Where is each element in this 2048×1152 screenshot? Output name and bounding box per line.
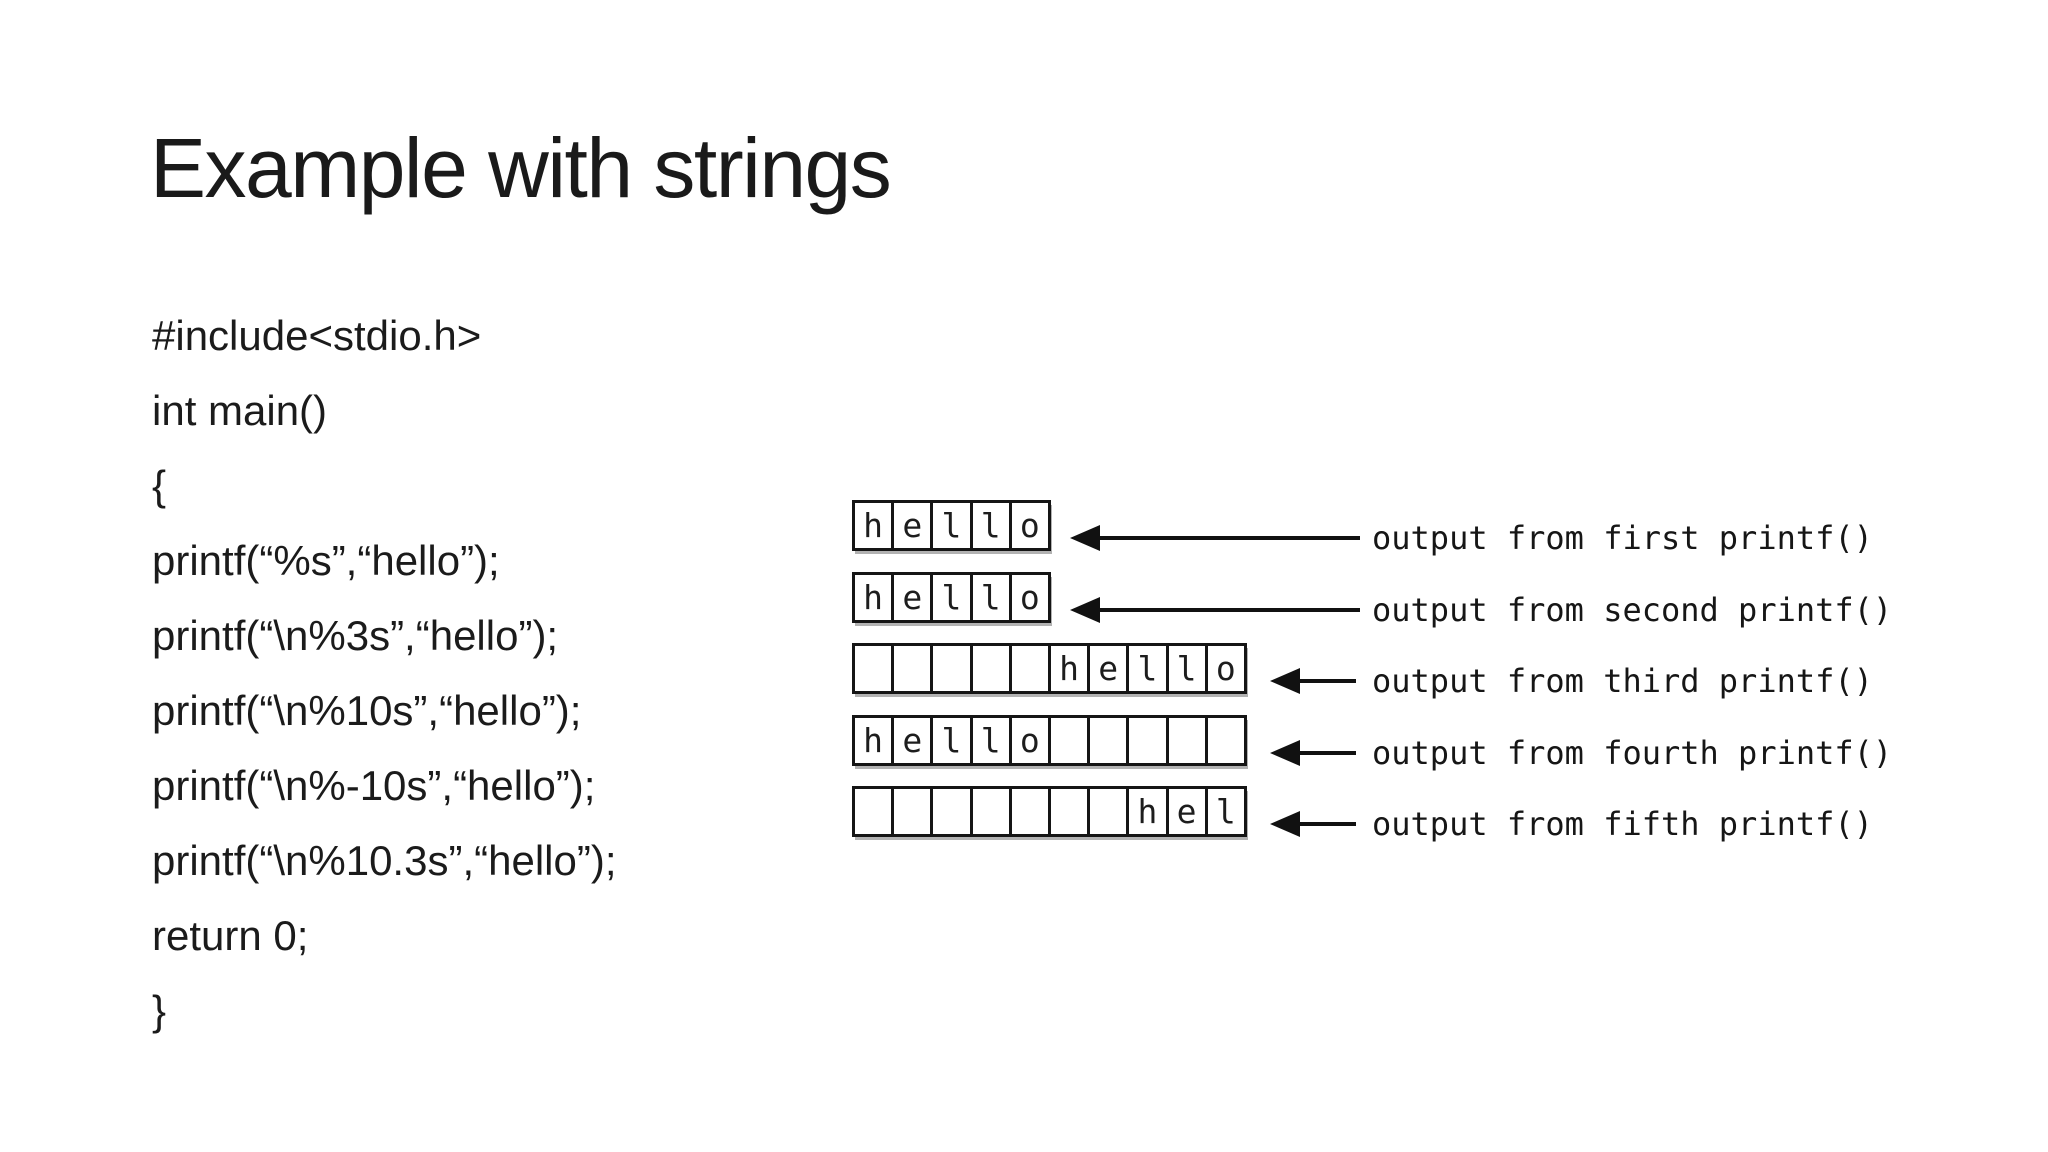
char-cell: o [1215, 649, 1236, 688]
char-cell: e [894, 575, 934, 620]
slide-title: Example with strings [150, 121, 892, 215]
arrow-shaft [1096, 608, 1360, 612]
empty-cell [1051, 718, 1091, 763]
empty-cell [894, 646, 934, 691]
arrowhead-icon [1270, 668, 1300, 694]
empty-cell [1012, 789, 1051, 834]
empty-cell [1169, 718, 1208, 763]
empty-cell [1208, 718, 1244, 763]
code-line: #include<stdio.h> [152, 312, 482, 359]
code-line: printf(“%s”,“hello”); [152, 537, 500, 584]
code-line: printf(“\n%10.3s”,“hello”); [152, 837, 617, 884]
empty-cell [1012, 646, 1051, 691]
empty-cell [855, 789, 895, 834]
code-line: } [152, 987, 167, 1034]
empty-cell [1090, 718, 1130, 763]
char-cell: h [855, 718, 895, 763]
empty-cell [1090, 789, 1130, 834]
empty-cell [894, 789, 934, 834]
code-line: return 0; [152, 912, 309, 959]
code-line: { [152, 462, 167, 509]
empty-cell [933, 646, 973, 691]
char-cell: e [1090, 646, 1130, 691]
row-label: output from third printf() [1372, 662, 1873, 700]
code-line: int main() [152, 387, 328, 434]
char-cell: l [933, 503, 973, 548]
empty-cell [933, 789, 973, 834]
arrow-shaft [1296, 822, 1356, 826]
char-cell: l [1215, 792, 1236, 831]
arrow-shaft [1296, 679, 1356, 683]
arrowhead-icon [1070, 597, 1100, 623]
char-cell: e [894, 718, 934, 763]
arrow-shaft [1296, 751, 1356, 755]
char-cell: l [1129, 646, 1169, 691]
char-cell: l [973, 503, 1012, 548]
char-cell: o [1019, 506, 1040, 545]
code-line: printf(“\n%10s”,“hello”); [152, 687, 582, 734]
char-cell: h [855, 503, 895, 548]
char-cell: e [894, 503, 934, 548]
char-cell: h [1051, 646, 1091, 691]
left-arrow-icon [1270, 811, 1356, 837]
left-arrow-icon [1070, 525, 1360, 551]
char-cell: l [933, 718, 973, 763]
left-arrow-icon [1070, 597, 1360, 623]
char-cell: e [1169, 789, 1208, 834]
arrow-shaft [1096, 536, 1360, 540]
empty-cell [973, 646, 1012, 691]
char-cell: o [1012, 718, 1051, 763]
char-cell: l [973, 575, 1012, 620]
left-arrow-icon [1270, 740, 1356, 766]
left-arrow-icon [1270, 668, 1356, 694]
empty-cell [1051, 789, 1091, 834]
arrowhead-icon [1270, 740, 1300, 766]
empty-cell [855, 646, 895, 691]
row-label: output from fourth printf() [1372, 734, 1893, 772]
char-cell: l [933, 575, 973, 620]
row-label: output from second printf() [1372, 591, 1893, 629]
empty-cell [1129, 718, 1169, 763]
arrowhead-icon [1270, 811, 1300, 837]
char-cell: o [1019, 578, 1040, 617]
code-line: printf(“\n%3s”,“hello”); [152, 612, 559, 659]
char-cell: l [1169, 646, 1208, 691]
char-cell: h [855, 575, 895, 620]
char-cell: l [973, 718, 1012, 763]
row-label: output from fifth printf() [1372, 805, 1873, 843]
arrowhead-icon [1070, 525, 1100, 551]
code-line: printf(“\n%-10s”,“hello”); [152, 762, 596, 809]
row-label: output from first printf() [1372, 519, 1873, 557]
char-cell: h [1129, 789, 1169, 834]
empty-cell [973, 789, 1012, 834]
code-block: #include<stdio.h> int main() { printf(“%s”,… [152, 298, 616, 1048]
